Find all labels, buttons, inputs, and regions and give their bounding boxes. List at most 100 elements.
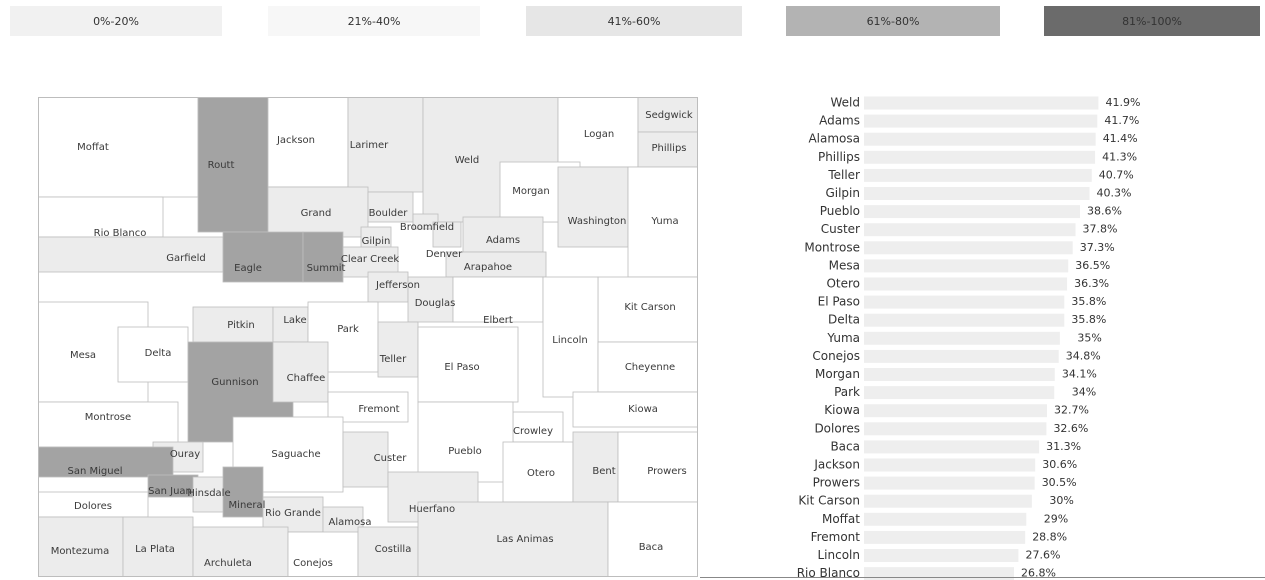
bar-weld (864, 96, 1099, 110)
county-cheyenne (597, 341, 698, 393)
bar-value-otero: 36.3% (1074, 277, 1109, 290)
county-las-animas (417, 501, 609, 577)
county-label-lake: Lake (283, 315, 306, 326)
county-label-gilpin: Gilpin (362, 236, 391, 247)
bar-category-pueblo: Pueblo (820, 204, 860, 218)
bar-category-montrose: Montrose (804, 240, 860, 254)
county-phillips (637, 131, 698, 168)
county-moffat (38, 97, 199, 198)
county-label-huerfano: Huerfano (409, 504, 455, 515)
county-label-alamosa: Alamosa (329, 517, 372, 528)
county-logan (557, 97, 639, 168)
bar-value-park: 34% (1072, 386, 1096, 399)
county-label-pitkin: Pitkin (227, 320, 254, 331)
county-label-ouray: Ouray (170, 449, 200, 460)
county-label-jackson: Jackson (276, 135, 315, 146)
county-label-boulder: Boulder (369, 208, 409, 219)
county-adams (462, 216, 544, 253)
county-label-washington: Washington (568, 216, 627, 227)
bar-category-delta: Delta (828, 313, 860, 327)
bar-category-jackson: Jackson (813, 458, 860, 472)
county-jefferson (367, 271, 409, 303)
bar-value-el-paso: 35.8% (1071, 295, 1106, 308)
county-label-morgan: Morgan (512, 186, 550, 197)
county-larimer (347, 97, 424, 193)
county-el-paso (417, 326, 519, 403)
county-lincoln (542, 276, 599, 398)
county-la-plata (122, 516, 194, 577)
county-shapes (38, 97, 698, 577)
bar-category-rio-blanco: Rio Blanco (797, 566, 860, 580)
county-mineral (222, 466, 264, 518)
legend-item-21-40-: 21%-40% (268, 6, 480, 36)
county-label-gunnison: Gunnison (211, 377, 258, 388)
county-label-kit-carson: Kit Carson (624, 302, 675, 313)
bars (864, 96, 1099, 580)
legend-item-61-80-: 61%-80% (786, 6, 1000, 36)
county-label-denver: Denver (426, 249, 463, 260)
bar-value-montrose: 37.3% (1080, 241, 1115, 254)
bar-otero (864, 277, 1068, 291)
county-arapahoe (445, 251, 547, 278)
bar-park (864, 386, 1055, 400)
county-rio-blanco (38, 196, 164, 238)
county-label-las-animas: Las Animas (496, 534, 553, 545)
county-label-mineral: Mineral (229, 500, 266, 511)
bar-baca (864, 440, 1040, 454)
county-chaffee (272, 341, 329, 403)
county-label-costilla: Costilla (375, 544, 412, 555)
county-label-rio-blanco: Rio Blanco (94, 228, 147, 239)
legend-item-0-20-: 0%-20% (10, 6, 222, 36)
county-bent (572, 431, 619, 503)
county-label-crowley: Crowley (513, 426, 553, 437)
bar-gilpin (864, 187, 1090, 200)
county-label-douglas: Douglas (415, 298, 456, 309)
bar-jackson (864, 458, 1036, 472)
county-label-clear-creek: Clear Creek (341, 254, 400, 265)
county-label-eagle: Eagle (234, 263, 262, 274)
bar-value-kiowa: 32.7% (1054, 404, 1089, 417)
bar-category-adams: Adams (819, 114, 860, 128)
county-label-fremont: Fremont (358, 404, 399, 415)
county-label-san-juan: San Juan (148, 486, 192, 497)
category-labels: WeldAdamsAlamosaPhillipsTellerGilpinPueb… (797, 96, 861, 580)
county-denver (432, 221, 462, 248)
bar-moffat (864, 512, 1027, 526)
bar-value-fremont: 28.8% (1032, 530, 1067, 543)
bar-morgan (864, 368, 1055, 381)
county-label-jefferson: Jefferson (375, 280, 420, 291)
county-label-baca: Baca (639, 542, 664, 553)
bar-value-dolores: 32.6% (1053, 422, 1088, 435)
county-conejos (287, 531, 359, 577)
bar-custer (864, 223, 1076, 237)
bar-value-jackson: 30.6% (1042, 458, 1077, 471)
bar-category-custer: Custer (821, 222, 860, 236)
legend-label: 61%-80% (866, 14, 920, 28)
county-label-weld: Weld (455, 155, 480, 166)
bar-category-alamosa: Alamosa (808, 132, 860, 146)
bar-value-pueblo: 38.6% (1087, 205, 1122, 218)
county-label-montezuma: Montezuma (51, 546, 110, 557)
bar-category-park: Park (834, 385, 860, 399)
bar-pueblo (864, 205, 1080, 219)
county-label-park: Park (337, 324, 359, 335)
bar-conejos (864, 349, 1059, 363)
bar-mesa (864, 259, 1069, 273)
bar-value-moffat: 29% (1044, 512, 1068, 525)
bar-category-otero: Otero (826, 277, 860, 291)
legend-label: 0%-20% (93, 14, 139, 28)
county-label-summit: Summit (307, 263, 346, 274)
county-washington (557, 166, 629, 248)
county-routt (197, 97, 269, 233)
bar-lincoln (864, 549, 1019, 562)
bar-category-kiowa: Kiowa (824, 403, 860, 417)
county-label-lincoln: Lincoln (552, 335, 587, 346)
county-label-larimer: Larimer (350, 140, 389, 151)
bar-el-paso (864, 295, 1065, 309)
bar-category-lincoln: Lincoln (817, 548, 860, 562)
bar-category-el-paso: El Paso (818, 295, 860, 309)
county-boulder (367, 191, 414, 223)
county-label-conejos: Conejos (293, 558, 333, 569)
bar-teller (864, 168, 1092, 182)
